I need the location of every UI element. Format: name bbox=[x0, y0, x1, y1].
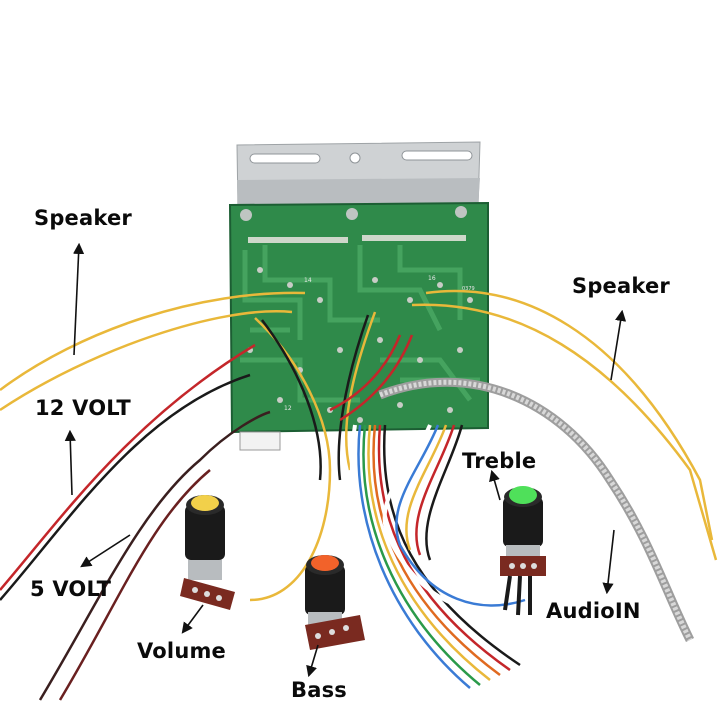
audio-in-label: AudioIN bbox=[546, 599, 641, 623]
volt12-label: 12 VOLT bbox=[35, 396, 131, 420]
speaker-left-arrow bbox=[72, 242, 85, 356]
audio-in-cable bbox=[378, 377, 695, 643]
volt5-arrow bbox=[80, 534, 131, 568]
speaker-left-label: Speaker bbox=[34, 206, 132, 230]
volume-label: Volume bbox=[137, 639, 227, 663]
pcb-mark: 16 bbox=[428, 275, 436, 282]
volume-knob-cap bbox=[191, 495, 219, 511]
bass-arrow bbox=[306, 644, 319, 678]
treble-label: Treble bbox=[462, 449, 537, 473]
treble-knob-cap bbox=[509, 486, 537, 504]
speaker-right-arrow bbox=[610, 309, 627, 381]
internal-wires bbox=[249, 311, 414, 602]
pcb-mark: 0379 bbox=[462, 286, 475, 292]
volt12-arrow bbox=[64, 429, 76, 496]
audio-in-arrow bbox=[602, 529, 615, 595]
bass-potentiometer[interactable] bbox=[305, 555, 365, 650]
bass-knob-cap bbox=[311, 555, 339, 571]
bass-label: Bass bbox=[291, 678, 347, 702]
treble-arrow bbox=[489, 469, 501, 501]
volume-potentiometer[interactable] bbox=[180, 495, 235, 610]
treble-potentiometer[interactable] bbox=[500, 486, 546, 616]
speaker-wires bbox=[0, 289, 718, 561]
speaker-right-label: Speaker bbox=[572, 274, 670, 298]
pcb-mark: 12 bbox=[284, 405, 292, 412]
volt5-label: 5 VOLT bbox=[30, 577, 112, 601]
pin-header bbox=[239, 431, 281, 451]
metal-bracket bbox=[236, 141, 481, 211]
volume-arrow bbox=[181, 604, 204, 634]
power-wires bbox=[0, 343, 271, 701]
pcb-mark: 14 bbox=[304, 277, 312, 284]
ribbon-cables bbox=[350, 424, 526, 692]
